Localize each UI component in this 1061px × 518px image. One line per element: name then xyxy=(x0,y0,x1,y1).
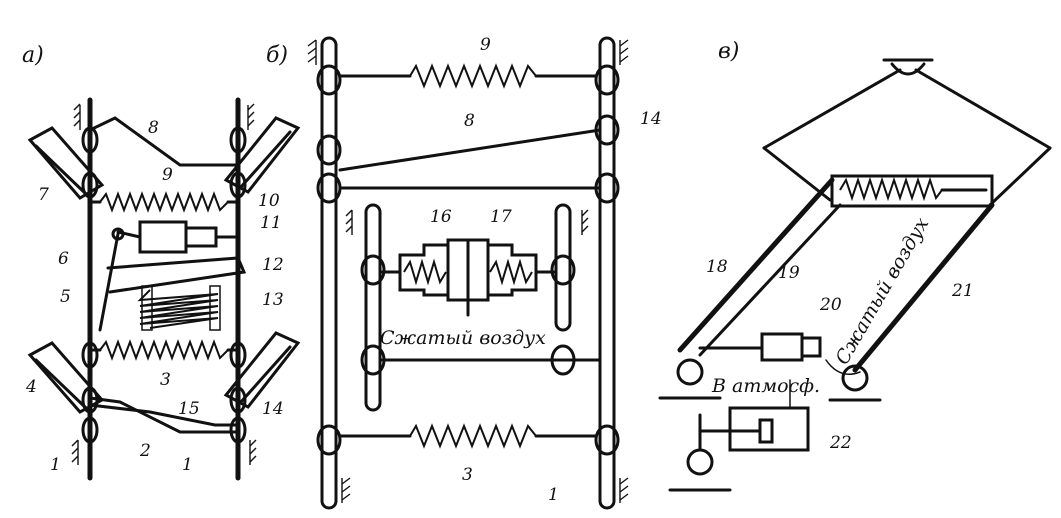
label-3: 3 xyxy=(160,370,171,390)
label-6: 6 xyxy=(58,249,69,269)
label-b14: 14 xyxy=(640,109,662,129)
spring-13 xyxy=(137,289,219,329)
link-12 xyxy=(106,256,247,294)
label-13: 13 xyxy=(262,290,284,310)
double-cylinder xyxy=(378,238,558,317)
bar-2 xyxy=(88,396,240,434)
cylinder-10 xyxy=(138,220,188,254)
compressed-air-label-b: Сжатый воздух xyxy=(380,327,546,349)
left-pivot xyxy=(676,358,704,386)
top-supports xyxy=(71,103,257,465)
label-10: 10 xyxy=(258,191,280,211)
label-11: 11 xyxy=(260,213,282,233)
label-b8: 8 xyxy=(464,111,475,131)
lever-6 xyxy=(98,232,120,332)
panel-b: б) xyxy=(266,35,662,510)
panel-v-label: в) xyxy=(718,39,739,64)
label-12: 12 xyxy=(262,255,284,275)
label-14: 14 xyxy=(262,399,284,419)
piston-rod-11 xyxy=(184,226,218,248)
bar-19 xyxy=(698,203,842,357)
panel-b-supports xyxy=(307,39,629,503)
panel-b-label: б) xyxy=(266,43,288,68)
label-9: 9 xyxy=(162,165,173,185)
inner-right-rod xyxy=(554,203,572,332)
left-main-rod xyxy=(320,36,338,510)
inner-left-rod xyxy=(364,203,382,412)
bar-15 xyxy=(88,403,240,427)
spring-9 xyxy=(99,191,229,213)
spring-3-b xyxy=(409,423,537,449)
label-b1: 1 xyxy=(548,485,559,505)
label-4: 4 xyxy=(25,377,37,397)
bar-21 xyxy=(852,202,995,373)
panel-a-label: а) xyxy=(22,43,44,68)
label-7: 7 xyxy=(38,185,49,205)
label-v18: 18 xyxy=(706,257,728,277)
label-b17: 17 xyxy=(490,207,512,227)
label-8: 8 xyxy=(148,118,159,138)
label-b9: 9 xyxy=(480,35,491,55)
spring-box xyxy=(830,174,994,208)
bar-8 xyxy=(88,116,240,167)
label-15: 15 xyxy=(178,399,200,419)
label-v22: 22 xyxy=(829,433,852,453)
shoes xyxy=(27,116,301,414)
bar-18 xyxy=(677,177,835,353)
label-1-left: 1 xyxy=(50,455,61,475)
valve-20 xyxy=(760,332,804,362)
top-pivot xyxy=(890,62,926,76)
panel-a: а) xyxy=(22,43,301,481)
label-v21: 21 xyxy=(951,281,974,301)
label-b16: 16 xyxy=(430,207,452,227)
upper-right-link xyxy=(914,68,1052,150)
bottom-pivot xyxy=(686,448,714,476)
bar-8-b xyxy=(338,128,602,172)
spring-3 xyxy=(99,339,229,361)
label-b3: 3 xyxy=(462,465,473,485)
label-v20: 20 xyxy=(819,295,842,315)
cylinder-22 xyxy=(728,406,810,452)
label-v19: 19 xyxy=(778,263,800,283)
spring-v xyxy=(839,176,943,202)
upper-left-link xyxy=(762,68,902,150)
label-1-right: 1 xyxy=(182,455,193,475)
label-2: 2 xyxy=(139,441,151,461)
right-main-rod xyxy=(598,36,616,510)
air-arrow xyxy=(825,359,861,375)
spring-9-b xyxy=(409,63,537,89)
label-5: 5 xyxy=(60,287,71,307)
panel-v: в) 18 19 xyxy=(658,39,1052,492)
right-pivot xyxy=(841,364,869,392)
rod-lugs xyxy=(81,126,247,444)
to-atmosphere-label: В атмосф. xyxy=(711,375,820,397)
